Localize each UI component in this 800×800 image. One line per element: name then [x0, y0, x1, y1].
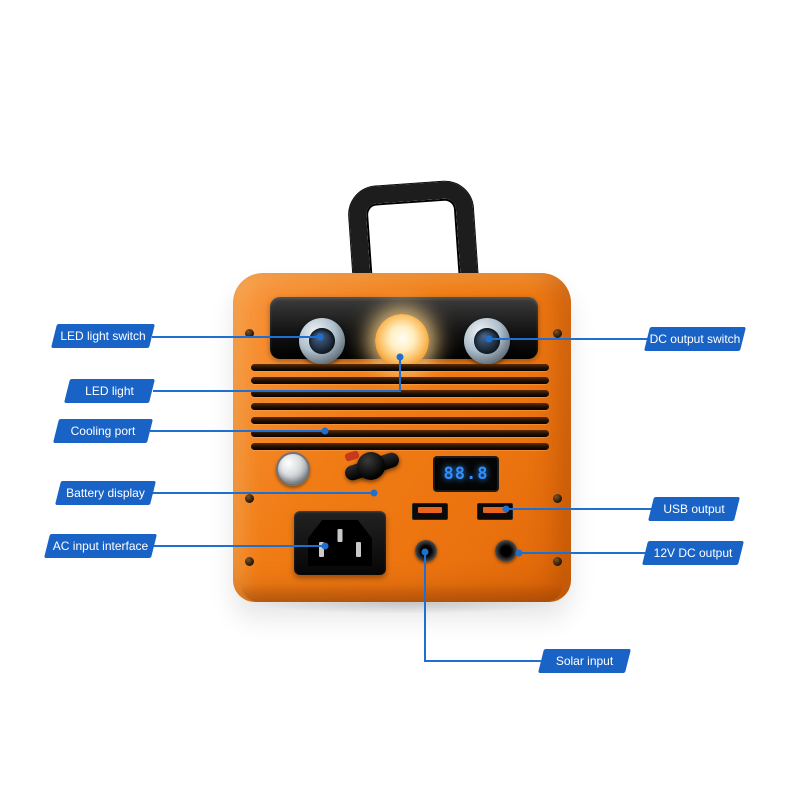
- callout-line: [489, 338, 648, 340]
- callout-line: [152, 492, 374, 494]
- callout-dot: [502, 505, 510, 513]
- power-button: [276, 452, 310, 486]
- screw: [553, 329, 562, 338]
- callout-dot: [396, 353, 404, 361]
- callout-line: [399, 357, 401, 392]
- callout-dot: [485, 335, 493, 343]
- callout-cooling-port: Cooling port: [53, 419, 153, 443]
- screw: [245, 329, 254, 338]
- ac-input-socket: [294, 511, 386, 575]
- vent-slat: [251, 429, 549, 437]
- callout-dot: [421, 548, 429, 556]
- callout-dot: [515, 549, 523, 557]
- callout-dot: [370, 489, 378, 497]
- selector-knob: [357, 452, 385, 480]
- callout-label: Solar input: [555, 654, 614, 668]
- callout-label: USB output: [663, 502, 725, 516]
- callout-label: DC output switch: [649, 332, 741, 346]
- callout-line: [506, 508, 652, 510]
- callout-line: [152, 336, 320, 338]
- ac-inlet: [308, 520, 372, 566]
- callout-line: [425, 660, 541, 662]
- callout-led-light-switch: LED light switch: [51, 324, 155, 348]
- led-light: [375, 314, 429, 368]
- callout-label: AC input interface: [52, 539, 149, 553]
- callout-dot: [321, 542, 329, 550]
- callout-label: LED light: [85, 384, 134, 398]
- screw: [553, 557, 562, 566]
- callout-ac-input-interface: AC input interface: [44, 534, 157, 558]
- callout-line: [150, 430, 325, 432]
- callout-battery-display: Battery display: [55, 481, 156, 505]
- callout-label: LED light switch: [60, 329, 146, 343]
- dc-12v-output-jack: [495, 540, 517, 562]
- callout-usb-output: USB output: [648, 497, 740, 521]
- battery-display: 88.8: [433, 456, 499, 492]
- callout-line: [519, 552, 646, 554]
- usb-port: [412, 503, 448, 520]
- battery-display-value: 88.8: [443, 464, 489, 484]
- vent-slat: [251, 442, 549, 450]
- callout-dot: [321, 427, 329, 435]
- vent-slat: [251, 416, 549, 424]
- callout-12v-dc-output: 12V DC output: [642, 541, 744, 565]
- callout-label: Battery display: [66, 486, 145, 500]
- led-light-switch-button: [299, 318, 345, 364]
- callout-label: Cooling port: [70, 424, 136, 438]
- screw: [553, 494, 562, 503]
- callout-line: [153, 390, 400, 392]
- callout-line: [424, 552, 426, 662]
- screw: [245, 557, 254, 566]
- vent-slat: [251, 390, 549, 398]
- usb-tongue: [418, 507, 442, 513]
- callout-dot: [316, 333, 324, 341]
- ac-pin: [337, 529, 343, 542]
- ac-pin: [319, 542, 324, 557]
- callout-line: [153, 545, 325, 547]
- vent-slat: [251, 403, 549, 411]
- callout-solar-input: Solar input: [538, 649, 631, 673]
- callout-label: 12V DC output: [653, 546, 733, 560]
- callout-led-light: LED light: [64, 379, 155, 403]
- screw: [245, 494, 254, 503]
- device-base-shade: [241, 584, 563, 602]
- callout-dc-output-switch: DC output switch: [644, 327, 746, 351]
- ac-pin: [356, 542, 361, 557]
- usb-tongue: [483, 507, 507, 513]
